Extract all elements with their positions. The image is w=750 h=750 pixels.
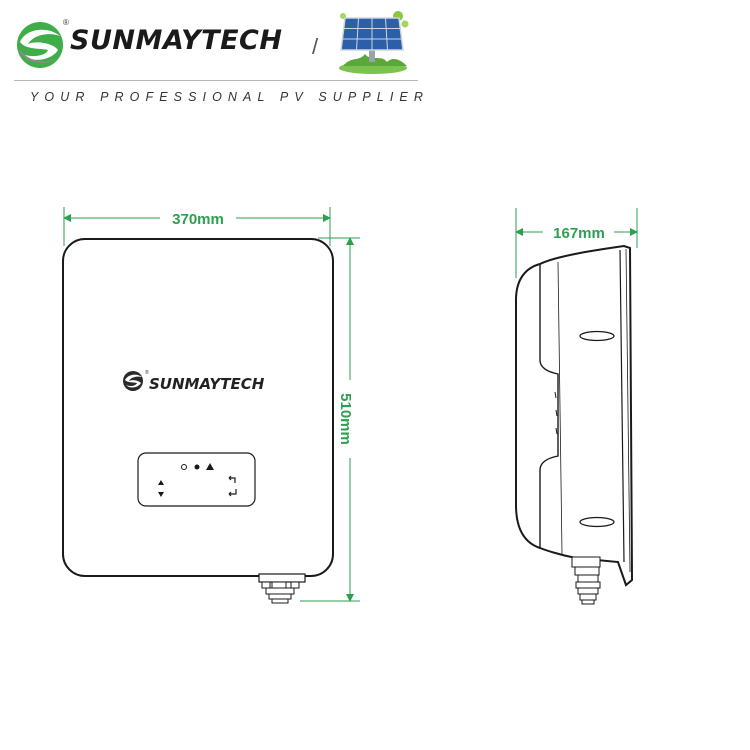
sunmaytech-logo-icon bbox=[17, 22, 63, 68]
display-panel bbox=[137, 452, 256, 507]
brand-name: SUNMAYTECH bbox=[70, 25, 283, 56]
header: ® SUNMAYTECH / YOUR PROFESSIONAL PV SUPP… bbox=[0, 0, 750, 110]
solar-panel-icon bbox=[339, 11, 409, 74]
up-arrow-icon[interactable] bbox=[158, 480, 164, 485]
width-label: 370mm bbox=[172, 211, 224, 228]
inverter-side-body bbox=[515, 244, 634, 587]
header-divider: / bbox=[312, 34, 319, 59]
inverter-front-body bbox=[62, 238, 334, 577]
front-registered-mark: ® bbox=[145, 369, 149, 376]
registered-mark: ® bbox=[63, 18, 69, 27]
down-arrow-icon[interactable] bbox=[158, 492, 164, 497]
side-view: 167mm bbox=[515, 208, 638, 605]
status-triangle-icon bbox=[206, 463, 214, 470]
enter-icon[interactable] bbox=[228, 489, 237, 497]
handle-slot-top bbox=[579, 330, 615, 342]
status-led-2-icon bbox=[194, 464, 200, 470]
tagline: YOUR PROFESSIONAL PV SUPPLIER bbox=[30, 90, 429, 104]
side-bottom-connector bbox=[571, 556, 601, 605]
back-icon[interactable] bbox=[228, 475, 236, 483]
front-logo-icon bbox=[123, 371, 143, 391]
front-view: 370mm 510mm SUNMAYTECH ® bbox=[62, 207, 360, 604]
height-label: 510mm bbox=[337, 393, 354, 445]
depth-label: 167mm bbox=[553, 225, 605, 242]
handle-slot-bottom bbox=[579, 516, 615, 528]
front-panel-brand: SUNMAYTECH bbox=[149, 375, 265, 393]
status-led-1-icon bbox=[181, 464, 187, 470]
header-rule bbox=[14, 80, 418, 81]
bottom-connector bbox=[258, 573, 306, 604]
